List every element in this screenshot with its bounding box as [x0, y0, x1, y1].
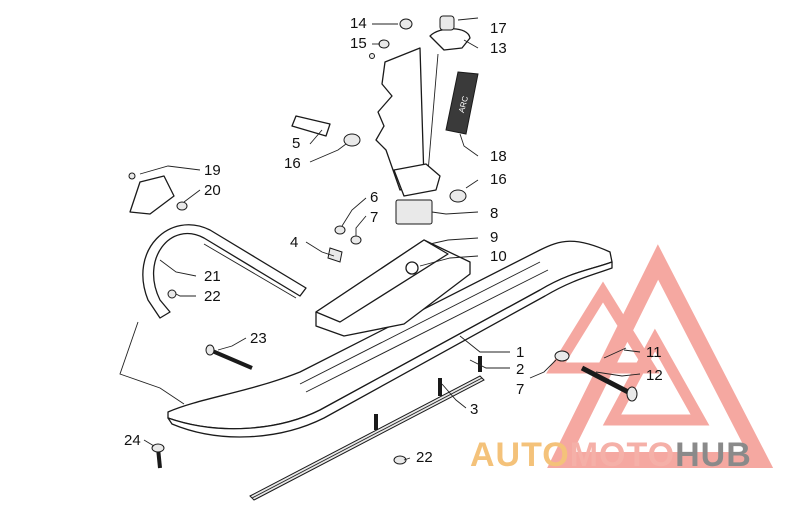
callout-10: 10: [490, 248, 507, 265]
bracket: [128, 172, 188, 215]
callout-4: 4: [290, 234, 298, 251]
callout-16b: 16: [490, 171, 507, 188]
callout-3: 3: [470, 401, 478, 418]
callout-21: 21: [204, 268, 221, 285]
watermark-logo: [546, 244, 774, 468]
callout-2: 2: [516, 361, 524, 378]
spindle-bolt: [554, 347, 638, 402]
callout-11: 11: [646, 344, 662, 361]
callout-5: 5: [292, 135, 300, 152]
ski-body: [167, 240, 613, 501]
ski-part-logo-icon: ARC: [457, 95, 470, 114]
callout-1: 1: [516, 344, 524, 361]
callout-labels: 1 2 3 4 5 6 7 7 8 9 10 11 12 13 14 15 16…: [124, 15, 663, 466]
spindle: ARC: [375, 15, 479, 225]
callout-14: 14: [350, 15, 367, 32]
watermark-auto: AUTOMOTOHUB: [470, 436, 752, 474]
ski-loop: [142, 224, 307, 319]
callout-6: 6: [370, 189, 378, 206]
ski-saddle: [315, 239, 471, 337]
callout-16a: 16: [284, 155, 301, 172]
callout-7b: 7: [516, 381, 524, 398]
watermark-text: AUTOMOTOHUB: [470, 436, 752, 474]
hardware-small: [291, 18, 467, 263]
callout-9: 9: [490, 229, 498, 246]
callout-7a: 7: [370, 209, 378, 226]
bolts: [151, 289, 482, 469]
callout-12: 12: [646, 367, 663, 384]
callout-22a: 22: [204, 288, 221, 305]
callout-20: 20: [204, 182, 221, 199]
callout-18: 18: [490, 148, 507, 165]
callout-23: 23: [250, 330, 267, 347]
callout-19: 19: [204, 162, 221, 179]
callout-15: 15: [350, 35, 367, 52]
callout-8: 8: [490, 205, 498, 222]
callout-24: 24: [124, 432, 141, 449]
callout-leaders: [119, 17, 641, 461]
callout-13: 13: [490, 40, 507, 57]
callout-22b: 22: [416, 449, 433, 466]
callout-17: 17: [490, 20, 507, 37]
